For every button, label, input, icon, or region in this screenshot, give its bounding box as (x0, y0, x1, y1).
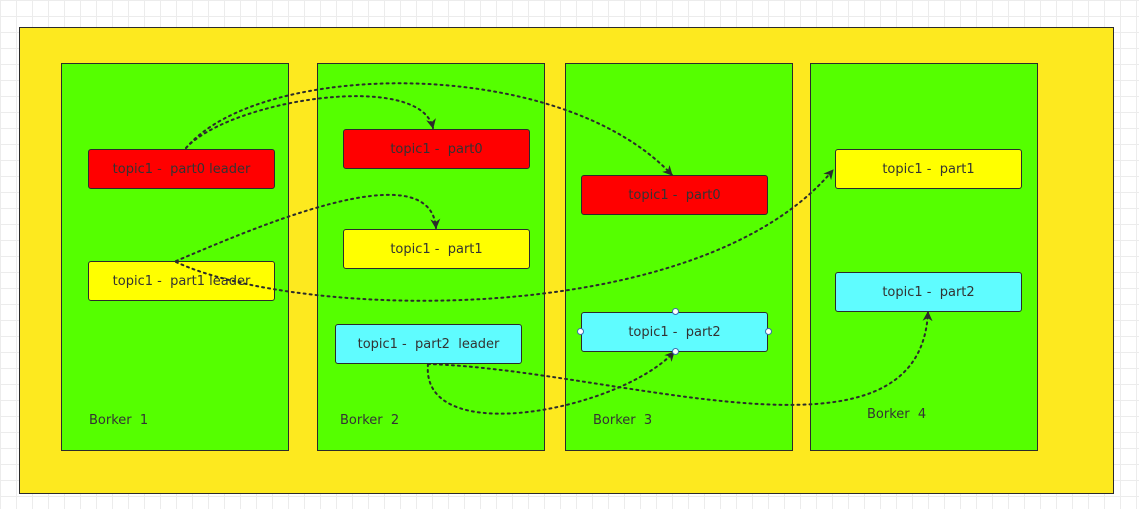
broker-2-label: Borker 2 (340, 413, 400, 428)
partition-label: topic1 - part0 (628, 187, 721, 203)
partition-label: topic1 - part2 (882, 284, 975, 300)
partition-b1-part1-leader[interactable]: topic1 - part1 leader (88, 261, 275, 301)
partition-b3-part0[interactable]: topic1 - part0 (581, 175, 768, 215)
partition-b4-part1[interactable]: topic1 - part1 (835, 149, 1022, 189)
partition-label: topic1 - part0 (390, 141, 483, 157)
partition-b4-part2[interactable]: topic1 - part2 (835, 272, 1022, 312)
partition-label: topic1 - part2 leader (357, 336, 500, 352)
partition-label: topic1 - part2 (628, 324, 721, 340)
partition-b1-part0-leader[interactable]: topic1 - part0 leader (88, 149, 275, 189)
partition-b2-part2-leader[interactable]: topic1 - part2 leader (335, 324, 522, 364)
partition-b2-part0[interactable]: topic1 - part0 (343, 129, 530, 169)
partition-label: topic1 - part1 leader (112, 273, 251, 289)
partition-label: topic1 - part0 leader (112, 161, 251, 177)
selection-handle-bottom[interactable] (672, 348, 679, 355)
broker-4[interactable] (810, 63, 1038, 451)
partition-label: topic1 - part1 (882, 161, 975, 177)
broker-3[interactable] (565, 63, 793, 451)
partition-label: topic1 - part1 (390, 241, 483, 257)
selection-handle-right[interactable] (765, 328, 772, 335)
partition-b3-part2[interactable]: topic1 - part2 (581, 312, 768, 352)
partition-b2-part1[interactable]: topic1 - part1 (343, 229, 530, 269)
selection-handle-top[interactable] (672, 308, 679, 315)
broker-4-label: Borker 4 (867, 407, 927, 422)
broker-3-label: Borker 3 (593, 413, 653, 428)
broker-1-label: Borker 1 (89, 413, 149, 428)
broker-1[interactable] (61, 63, 289, 451)
selection-handle-left[interactable] (577, 328, 584, 335)
